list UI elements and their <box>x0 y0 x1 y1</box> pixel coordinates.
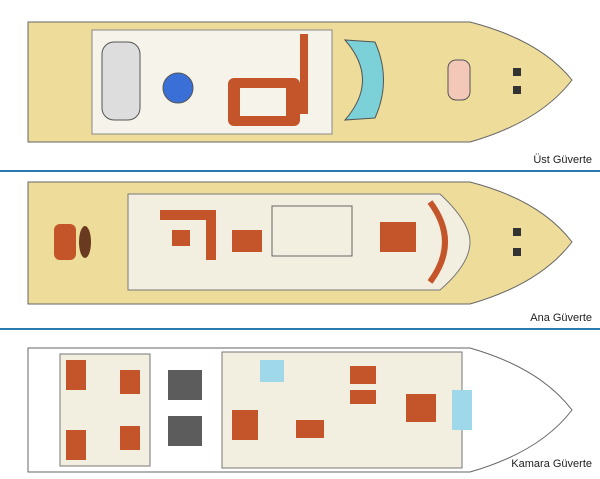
upper-deck-plan: Üst Güverte <box>0 0 600 170</box>
main-deck-drawing <box>27 181 573 305</box>
aft-sofa <box>54 224 76 260</box>
tender-boat <box>101 41 141 121</box>
bar-counter <box>300 34 308 114</box>
sunbed <box>447 59 471 101</box>
galley <box>271 205 353 257</box>
master-bed <box>380 222 416 252</box>
cabin-deck-drawing <box>27 347 573 473</box>
bathroom <box>260 360 284 382</box>
aft-table <box>79 226 91 258</box>
cabin-deck-plan: Kamara Güverte <box>0 330 600 479</box>
salon-sofa <box>160 210 216 220</box>
upper-deck-label: Üst Güverte <box>533 154 592 166</box>
upper-deck-drawing <box>27 21 573 143</box>
cabin-deck-label: Kamara Güverte <box>511 458 592 470</box>
engine <box>168 370 202 400</box>
bathroom <box>452 390 472 430</box>
windscreen <box>343 39 384 121</box>
main-deck-label: Ana Güverte <box>530 312 592 324</box>
dining-table <box>232 230 262 252</box>
jacuzzi <box>162 72 194 104</box>
separator <box>0 170 600 172</box>
separator <box>0 328 600 330</box>
twin-bed <box>296 420 324 438</box>
engine <box>168 416 202 446</box>
main-deck-plan: Ana Güverte <box>0 172 600 328</box>
twin-bed <box>350 366 376 384</box>
owner-bed <box>406 394 436 422</box>
vip-bed <box>232 410 258 440</box>
